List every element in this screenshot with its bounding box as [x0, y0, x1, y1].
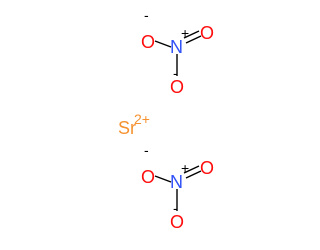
- n2-o-left-label: O: [141, 167, 155, 187]
- bond-n1-o-left: [154, 40, 172, 48]
- n2-o-bottom-charge: -: [173, 200, 178, 216]
- bond-n1-o-right-a: [185, 35, 202, 44]
- bond-n2-o-right-b: [183, 165, 200, 174]
- n2-o-bottom-label: O: [170, 212, 184, 232]
- n1-o-left-label: O: [141, 32, 155, 52]
- n2-charge: +: [181, 160, 189, 176]
- n1-o-left-charge: -: [144, 7, 149, 23]
- n1-o-right-label: O: [200, 23, 214, 43]
- n2-label: N: [170, 172, 183, 192]
- bond-n2-o-right-a: [185, 170, 202, 179]
- sr-label: Sr: [118, 118, 136, 138]
- n1-o-bottom-label: O: [170, 77, 184, 97]
- n2-o-right-label: O: [200, 158, 214, 178]
- bond-n1-o-right-b: [183, 30, 200, 39]
- n1-o-bottom-charge: -: [173, 65, 178, 81]
- sr-charge: 2+: [134, 111, 150, 127]
- molecule-canvas: Sr 2+ O - N + O O - O -: [118, 7, 215, 232]
- strontium-cation: Sr 2+: [118, 111, 150, 138]
- n2-o-left-charge: -: [144, 142, 149, 158]
- structure-diagram: Sr 2+ O - N + O O - O -: [118, 7, 214, 232]
- n1-label: N: [170, 37, 183, 57]
- n1-charge: +: [181, 25, 189, 41]
- nitrate-anion-2: O - N + O O -: [141, 142, 214, 232]
- bond-n2-o-left: [154, 175, 172, 183]
- nitrate-anion-1: O - N + O O -: [141, 7, 214, 97]
